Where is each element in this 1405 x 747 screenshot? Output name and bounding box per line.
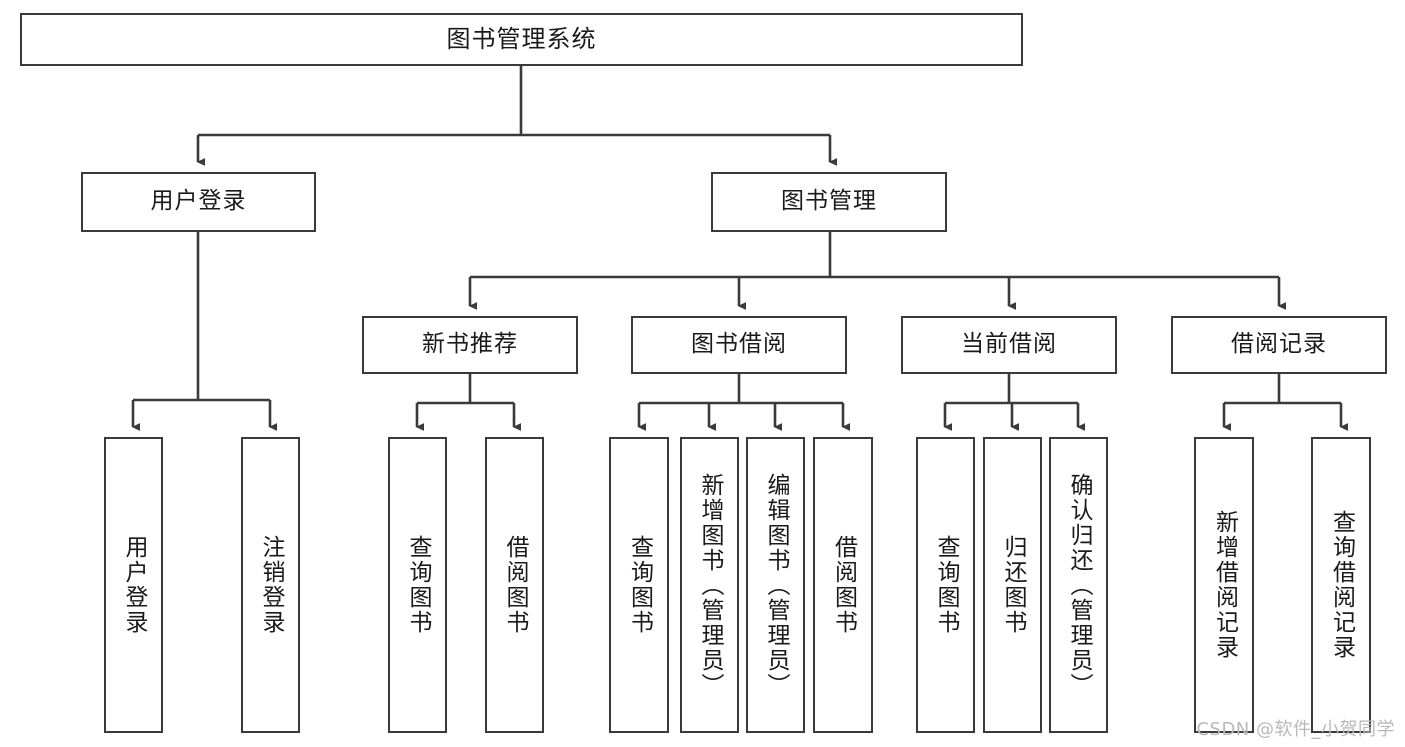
leaf-user-logout[interactable]: 注销登录 <box>241 437 300 733</box>
leaf-label: 注销登录 <box>258 535 284 635</box>
leaf-label: 确认归还（管理员） <box>1066 472 1092 698</box>
node-new-book-recommend[interactable]: 新书推荐 <box>362 316 578 374</box>
leaf-label: 借阅图书 <box>502 535 528 635</box>
leaf-label: 用户登录 <box>121 535 147 635</box>
watermark-text: CSDN @软件_小贺同学 <box>1196 719 1395 740</box>
leaf-label: 借阅图书 <box>830 535 857 635</box>
leaf-query-book-newbook[interactable]: 查询图书 <box>388 437 447 733</box>
leaf-confirm-return-admin[interactable]: 确认归还（管理员） <box>1049 437 1108 733</box>
leaf-label: 查询图书 <box>933 535 959 635</box>
leaf-label: 新增借阅记录 <box>1211 510 1238 660</box>
leaf-return-book[interactable]: 归还图书 <box>983 437 1042 733</box>
leaf-user-login[interactable]: 用户登录 <box>104 437 163 733</box>
leaf-label: 归还图书 <box>1000 535 1026 635</box>
node-current-borrow[interactable]: 当前借阅 <box>901 316 1117 374</box>
leaf-add-borrow-record[interactable]: 新增借阅记录 <box>1194 437 1254 733</box>
node-borrow-record[interactable]: 借阅记录 <box>1171 316 1387 374</box>
node-book-borrow[interactable]: 图书借阅 <box>631 316 847 374</box>
leaf-query-book-current[interactable]: 查询图书 <box>916 437 975 733</box>
node-book-management[interactable]: 图书管理 <box>711 172 947 232</box>
leaf-add-book-admin[interactable]: 新增图书（管理员） <box>680 437 739 733</box>
leaf-label: 查询图书 <box>626 535 653 635</box>
node-root-system[interactable]: 图书管理系统 <box>20 13 1023 66</box>
leaf-edit-book-admin[interactable]: 编辑图书（管理员） <box>746 437 805 733</box>
leaf-label: 查询借阅记录 <box>1328 510 1355 660</box>
leaf-query-book-borrow[interactable]: 查询图书 <box>609 437 669 733</box>
leaf-label: 编辑图书（管理员） <box>763 472 789 698</box>
node-user-login[interactable]: 用户登录 <box>81 172 316 232</box>
leaf-label: 查询图书 <box>405 535 431 635</box>
leaf-query-borrow-record[interactable]: 查询借阅记录 <box>1311 437 1371 733</box>
leaf-borrow-book-newbook[interactable]: 借阅图书 <box>485 437 544 733</box>
leaf-borrow-book[interactable]: 借阅图书 <box>813 437 873 733</box>
leaf-label: 新增图书（管理员） <box>697 472 723 698</box>
